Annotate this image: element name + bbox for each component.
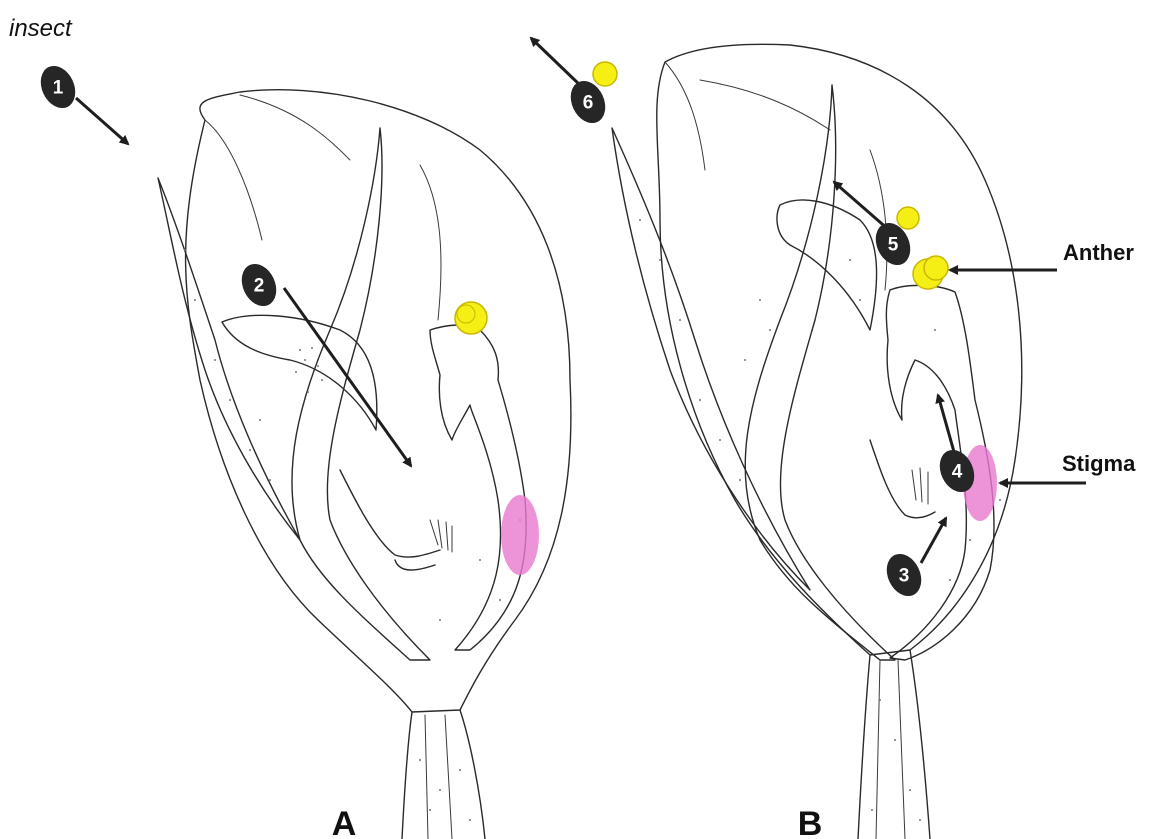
flower-b [593, 44, 1022, 839]
released-pollen-grain [593, 62, 617, 86]
flower-a-stigma [501, 495, 539, 575]
flower-b-keel [745, 85, 895, 660]
step-badge-number: 4 [952, 462, 963, 483]
step-badge-2: 2 [235, 258, 283, 311]
flower-a-column [430, 325, 526, 650]
flower-a-sepal [158, 178, 300, 540]
panel-label-a: A [332, 805, 357, 839]
flower-b-stalk [858, 650, 930, 839]
step-badge-number: 2 [254, 276, 265, 297]
step-badge-3: 3 [880, 548, 928, 601]
flower-a-stalk [402, 710, 485, 839]
flower-a-outer-petal [186, 90, 571, 712]
stigma-label: Stigma [1062, 451, 1136, 476]
step-badge-number: 3 [899, 566, 910, 587]
flower-b-outer-petal [657, 44, 1022, 655]
step-badge-number: 6 [583, 93, 594, 114]
step-badge-number: 1 [53, 78, 64, 99]
insect-label: insect [9, 15, 73, 42]
anther-label: Anther [1063, 240, 1134, 265]
step-badge-number: 5 [888, 235, 899, 256]
panel-label-b: B [798, 805, 823, 839]
flower-b-pollen-grain [897, 207, 919, 229]
flower-b-sepal [612, 128, 810, 590]
step-badge-1: 1 [34, 60, 82, 113]
flower-a [158, 90, 571, 839]
